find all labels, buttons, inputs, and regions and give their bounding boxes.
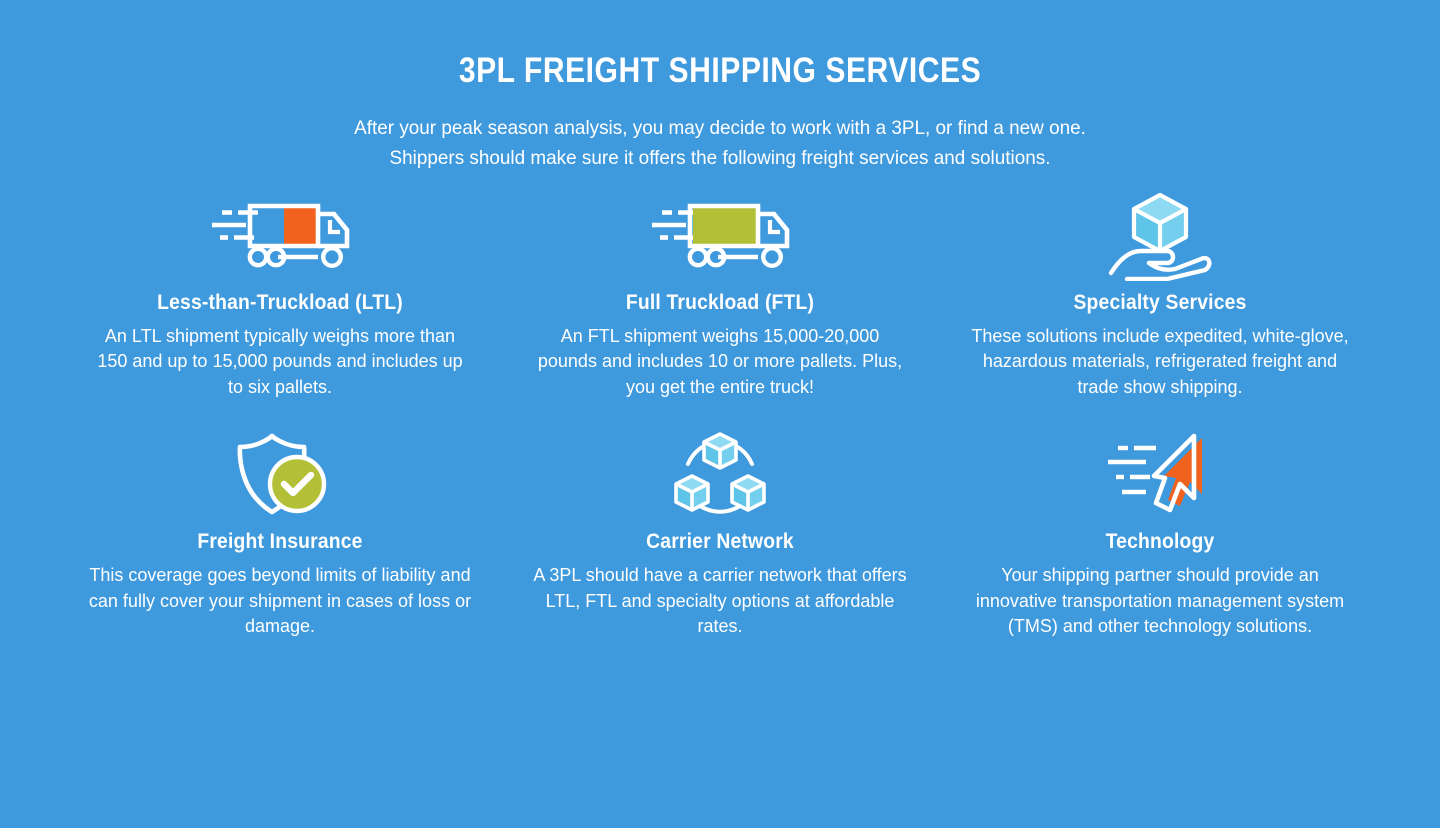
card-body: This coverage goes beyond limits of liab… — [88, 565, 472, 637]
network-cubes-icon — [522, 428, 918, 520]
service-card-technology: Technology Your shipping partner should … — [940, 428, 1380, 640]
card-body: Your shipping partner should provide an … — [975, 565, 1345, 637]
page-subtitle: After your peak season analysis, you may… — [290, 113, 1150, 173]
card-body: A 3PL should have a carrier network that… — [533, 565, 907, 637]
card-title: Specialty Services — [1073, 290, 1247, 314]
card-title: Carrier Network — [646, 530, 794, 554]
ftl-truck-icon — [522, 189, 918, 281]
page-title: 3PL FREIGHT SHIPPING SERVICES — [458, 51, 982, 90]
ltl-truck-icon — [82, 189, 478, 281]
service-card-ftl: Full Truckload (FTL) An FTL shipment wei… — [500, 189, 940, 401]
card-title: Full Truckload (FTL) — [625, 290, 815, 314]
subtitle-line-2: Shippers should make sure it offers the … — [389, 146, 1051, 169]
shield-check-icon — [82, 428, 478, 520]
card-body: These solutions include expedited, white… — [971, 325, 1349, 397]
card-body: An LTL shipment typically weighs more th… — [97, 325, 463, 397]
service-card-carrier-network: Carrier Network A 3PL should have a carr… — [500, 428, 940, 640]
card-title: Less-than-Truckload (LTL) — [157, 290, 403, 314]
cursor-arrow-icon — [962, 428, 1358, 520]
card-title: Technology — [1105, 530, 1215, 554]
hand-holding-box-icon — [962, 189, 1358, 281]
service-card-ltl: Less-than-Truckload (LTL) An LTL shipmen… — [60, 189, 500, 401]
subtitle-line-1: After your peak season analysis, you may… — [354, 116, 1086, 139]
services-grid: Less-than-Truckload (LTL) An LTL shipmen… — [60, 173, 1380, 640]
card-body: An FTL shipment weighs 15,000-20,000 pou… — [537, 325, 903, 397]
card-title: Freight Insurance — [197, 530, 363, 554]
service-card-freight-insurance: Freight Insurance This coverage goes bey… — [60, 428, 500, 640]
header: 3PL FREIGHT SHIPPING SERVICES After your… — [0, 0, 1440, 173]
service-card-specialty-services: Specialty Services These solutions inclu… — [940, 189, 1380, 401]
